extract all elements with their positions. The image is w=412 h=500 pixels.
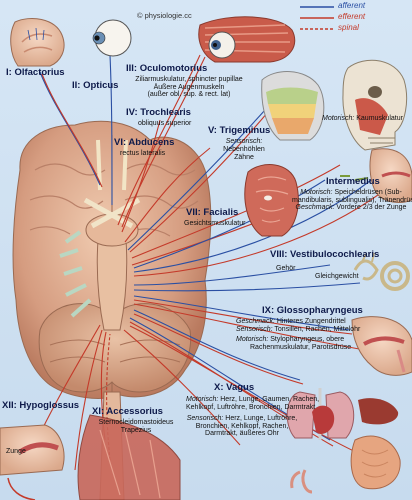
nerve-iii-desc: Ziliarmuskulatur, sphincter pupillae Äuß… [114, 76, 264, 99]
nerve-vii-title: VII: Facialis [186, 207, 239, 218]
nerve-x-motor-text: Herz, Lunge, Gaumen, Rachen, [220, 396, 320, 403]
legend-afferent: afferent [338, 1, 366, 10]
nerve-vi-title: VI: Abducens [114, 137, 175, 148]
intermedius-taste-text: Vordere 2/3 der Zunge [336, 204, 407, 212]
nerve-ix-desc: Geschmack: Hinteres Zungendrittel Sensor… [236, 318, 360, 351]
nerve-x-title: X: Vagus [214, 382, 255, 393]
eye-illustration [92, 19, 132, 57]
nerve-iii-line-1: Ziliarmuskulatur, sphincter pupillae [135, 76, 243, 83]
nerve-v-line-2: Zähne [234, 153, 254, 161]
legend-lines [300, 6, 334, 30]
nerve-vii-desc: Gesichtsmuskulatur [184, 220, 246, 227]
thoracic-organs-illustration [286, 388, 401, 494]
nerve-viii-hearing: Gehör [276, 265, 296, 272]
nerve-v-motor-label: Motorisch: [322, 115, 355, 122]
intermedius-taste-label: Geschmack: [295, 204, 335, 212]
nerve-xii-title: XII: Hypoglossus [2, 400, 80, 411]
nerve-ix-sensory-text: Tonsillen, Rachen, Mittelohr [274, 325, 361, 333]
nerve-xi-desc: Sternocleidomastoideus Trapezius [86, 419, 186, 434]
nerve-ix-taste-label: Geschmack: [236, 318, 275, 325]
throat-profile-illustration [351, 316, 412, 376]
mouth-profile-upper [369, 148, 412, 203]
intermedius-desc: Motorisch: Speicheldrüsen (Sub- mandibul… [292, 189, 412, 212]
salivary-glands-illustration [340, 175, 369, 181]
intermedius-title: Intermedius [326, 176, 380, 187]
trigeminal-zones-head [261, 71, 325, 141]
nerve-i-title: I: Olfactorius [6, 67, 65, 78]
intermedius-motor-text: Speicheldrüsen (Sub- [334, 189, 402, 196]
facial-muscles-illustration [244, 164, 299, 237]
copyright-label: © physiologie.cc [137, 11, 192, 20]
nerve-vi-desc: rectus lateralis [120, 150, 166, 157]
legend-spinal: spinal [338, 23, 359, 32]
nerve-xii-tongue: Zunge [6, 448, 26, 455]
nerve-iii-line-2: Äußere Augenmuskeln [153, 83, 225, 91]
nerve-x-sensory-label: Sensorisch: [186, 415, 224, 423]
intermedius-line-2: mandibularis, sublingualis), Tränendrüse… [292, 196, 412, 204]
nerve-iv-title: IV: Trochlearis [126, 107, 191, 118]
inner-ear-illustration [353, 252, 410, 291]
nose-illustration [10, 18, 65, 67]
nerve-ix-taste-text: Hinteres Zungendrittel [276, 318, 346, 325]
tongue-profile-illustration [0, 424, 65, 500]
nerve-v-motor-text: Kaumuskulatur [356, 115, 403, 122]
nerve-viii-title: VIII: Vestibulocochlearis [270, 249, 380, 260]
nerve-x-motor-label: Motorisch: [186, 396, 219, 403]
nerve-xi-line-2: Trapezius [120, 426, 152, 434]
neck-shoulder-illustration [77, 414, 181, 500]
nerve-viii-balance: Gleichgewicht [315, 273, 359, 280]
nerve-ix-sensory-label: Sensorisch: [236, 325, 273, 333]
nerve-xi-title: XI: Accessorius [92, 406, 163, 417]
nerve-ix-motor-text: Stylopharyngeus, obere [270, 336, 345, 344]
nerve-x-sensory-line-3: Darmtrakt, äußeres Ohr [205, 430, 279, 438]
nerve-v-desc: Nebenhöhlen Zähne [214, 146, 274, 161]
nerve-ii-title: II: Opticus [72, 80, 119, 91]
skull-illustration [342, 59, 408, 151]
nerve-ix-motor-label: Motorisch: [236, 336, 269, 344]
brain-illustration [12, 120, 212, 399]
nerve-v-title: V: Trigeminus [208, 125, 271, 136]
nerve-iii-title: III: Oculomotorius [126, 63, 208, 74]
intermedius-motor-label: Motorisch: [300, 189, 333, 196]
nerve-v-sensory-label: Sensorisch: [225, 138, 263, 145]
nerve-iv-desc: obliquus superior [138, 120, 192, 127]
nerve-ix-title: IX: Glossopharyngeus [262, 305, 363, 316]
nerve-x-motor-line-2: Kehlkopf, Luftröhre, Bronchien, Darmtrak… [186, 403, 316, 411]
nerve-iii-line-3: (außer obl. sup. & rect. lat) [147, 91, 231, 99]
orbit-muscles-illustration [198, 16, 296, 63]
nerve-fibers [29, 54, 399, 471]
nerve-ix-line-4: Rachenmuskulatur, Parotisdrüse [250, 343, 352, 351]
nerve-v-line-1: Nebenhöhlen [223, 146, 265, 153]
nerve-v-motor: Motorisch: Kaumuskulatur [322, 115, 403, 123]
nerve-xi-line-1: Sternocleidomastoideus [98, 419, 174, 426]
nerve-x-desc: Motorisch: Herz, Lunge, Gaumen, Rachen, … [186, 396, 319, 438]
nerve-x-sensory-text: Herz, Lunge, Luftröhre, [225, 415, 298, 423]
legend-efferent: efferent [338, 12, 366, 21]
nerve-x-sensory-line-2: Bronchien, Kehlkopf, Rachen, [195, 422, 289, 430]
